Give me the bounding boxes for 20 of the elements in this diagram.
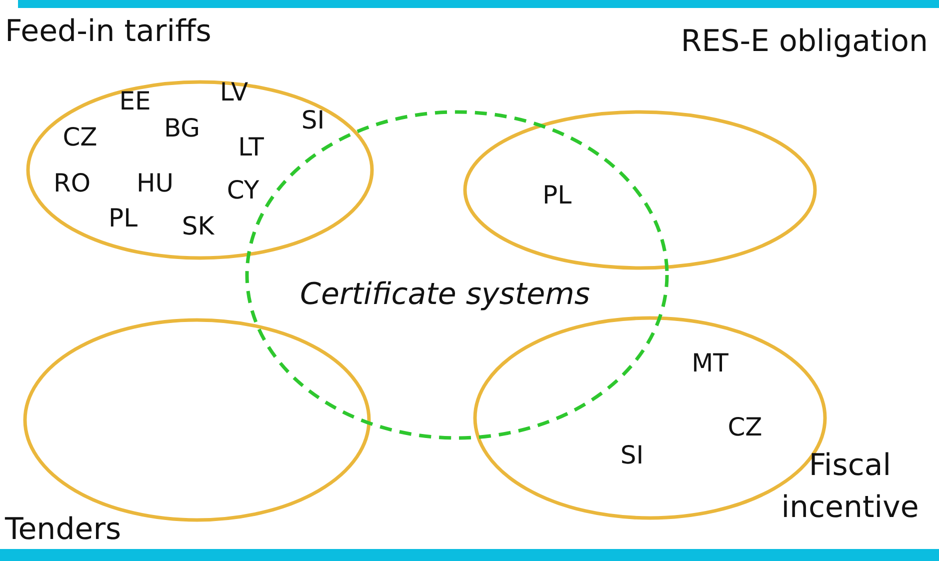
set-heading: Certificate systems [300, 280, 590, 310]
country-code: PL [542, 182, 572, 208]
set-heading: Fiscal incentive [780, 447, 920, 527]
country-code: RO [53, 170, 91, 196]
country-code: EE [119, 88, 151, 114]
country-code: BG [164, 116, 200, 140]
country-code: HU [136, 170, 174, 196]
country-code: CY [226, 178, 260, 202]
country-code: SI [301, 108, 325, 132]
country-code: CZ [728, 414, 762, 440]
country-code: SK [182, 214, 214, 238]
country-code: LT [238, 134, 264, 160]
set-heading: RES-E obligation [680, 27, 928, 57]
country-code: SI [620, 442, 644, 468]
country-code: CZ [62, 124, 98, 150]
set-heading: Tenders [5, 515, 122, 545]
country-code: LV [220, 80, 248, 104]
set-heading: Feed-in tariffs [5, 17, 212, 47]
country-code: PL [108, 206, 138, 230]
country-code: MT [692, 350, 728, 376]
